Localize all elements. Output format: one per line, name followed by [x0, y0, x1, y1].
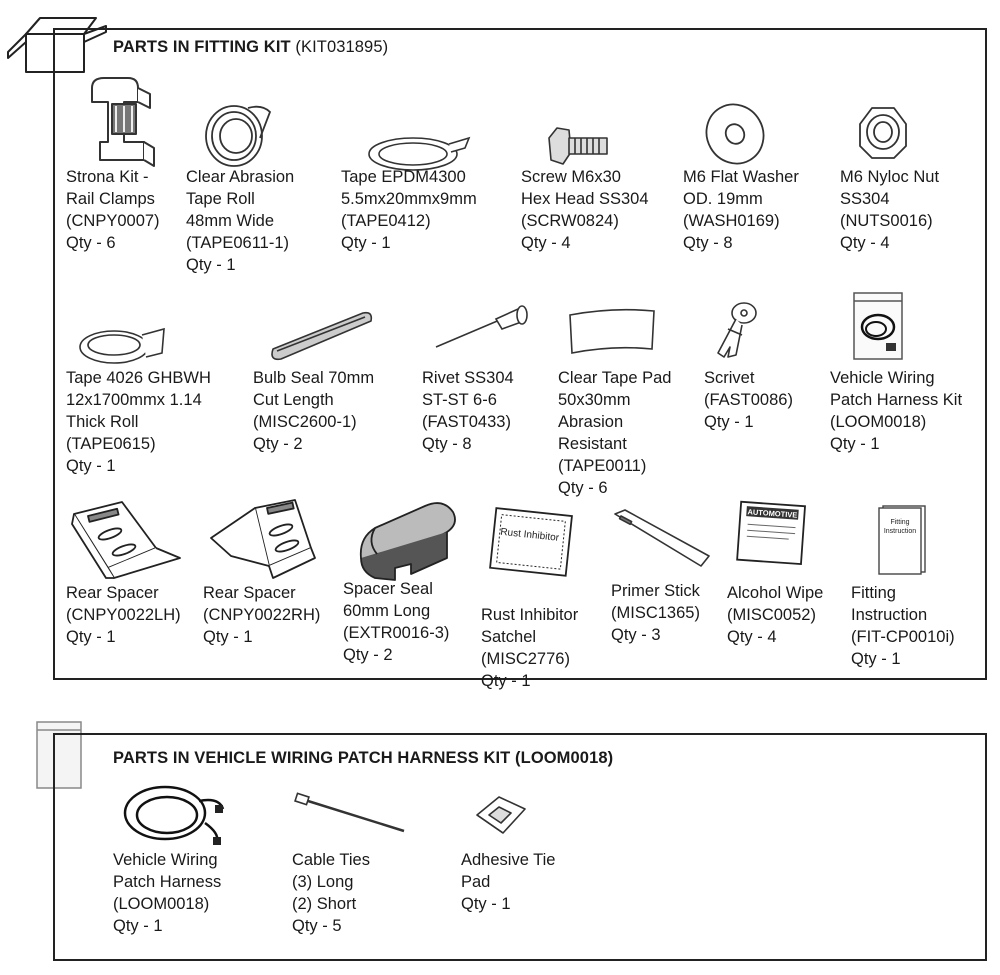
instruction-booklet-icon: Fitting Instruction [875, 504, 929, 576]
harness-kit-title: PARTS IN VEHICLE WIRING PATCH HARNESS KI… [113, 749, 614, 767]
cable-tie-icon [294, 789, 408, 835]
tape-roll-icon [200, 98, 280, 168]
tape-coil-icon [367, 134, 471, 174]
tape-pad-icon [566, 305, 658, 355]
svg-text:Fitting: Fitting [890, 519, 909, 526]
primer-stick-icon [611, 506, 713, 570]
hex-screw-icon [545, 124, 611, 168]
harness-kit-panel: PARTS IN VEHICLE WIRING PATCH HARNESS KI… [53, 733, 987, 961]
rail-clamp-icon [82, 72, 162, 172]
rear-spacer-lh-icon [68, 498, 188, 584]
tape-strip-icon [76, 313, 166, 369]
svg-text:AUTOMOTIVE: AUTOMOTIVE [747, 507, 797, 519]
rivet-icon [432, 303, 532, 353]
flat-washer-icon [703, 98, 767, 168]
scrivet-icon [708, 299, 764, 361]
nyloc-nut-icon [854, 102, 910, 162]
rust-inhibitor-satchel-icon: Rust Inhibitor [489, 506, 575, 578]
alcohol-wipe-icon: AUTOMOTIVE [733, 498, 811, 570]
fitting-kit-panel: PARTS IN FITTING KIT (KIT031895) Strona … [53, 28, 987, 690]
wiring-harness-icon [119, 779, 231, 849]
open-box-icon [6, 14, 110, 81]
wiring-bag-icon [852, 291, 904, 361]
rear-spacer-rh-icon [205, 498, 325, 584]
fitting-kit-title: PARTS IN FITTING KIT (KIT031895) [113, 38, 389, 56]
bulb-seal-icon [267, 305, 377, 361]
svg-text:Instruction: Instruction [884, 528, 916, 535]
spacer-seal-icon [355, 498, 465, 584]
adhesive-tie-pad-icon [473, 793, 529, 837]
